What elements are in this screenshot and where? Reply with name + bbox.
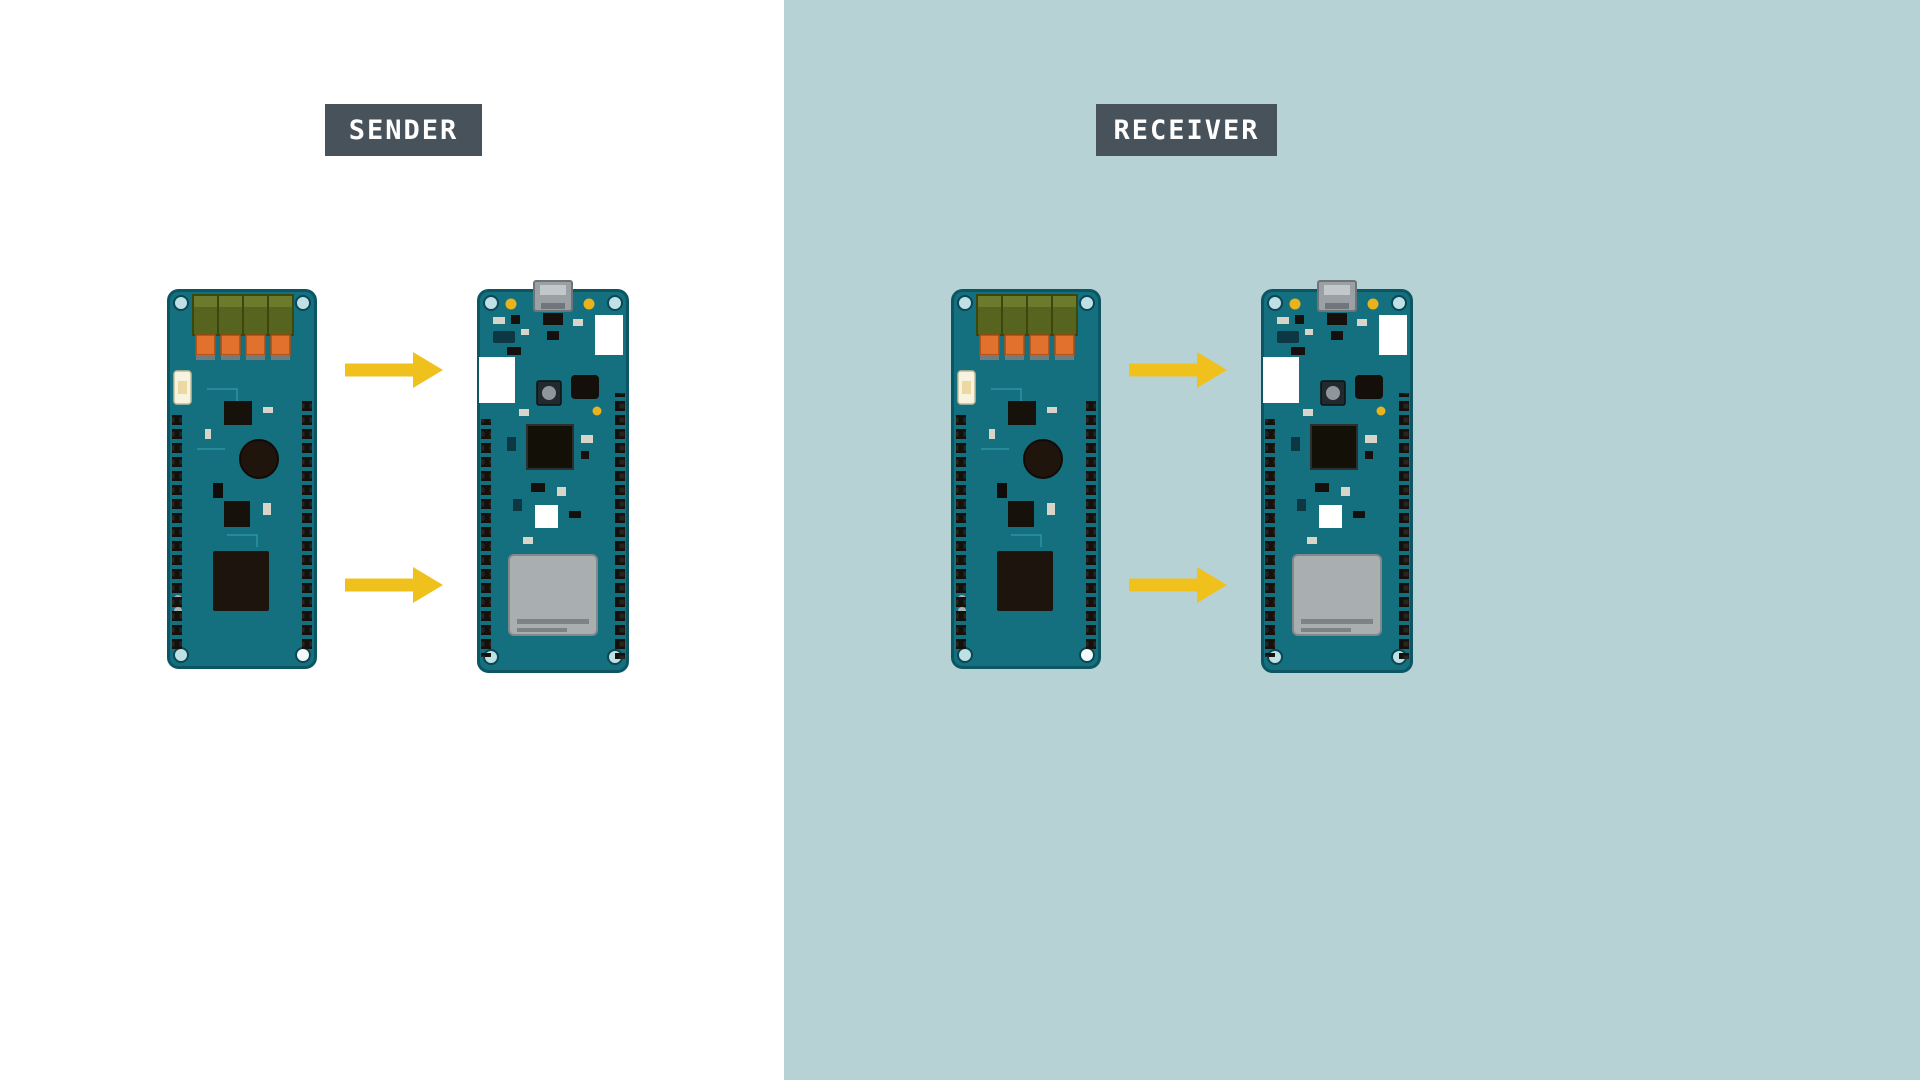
receiver-mkr-board: [1261, 279, 1413, 673]
receiver-label-text: RECEIVER: [1113, 114, 1260, 146]
right-arrow-icon: [1129, 567, 1227, 603]
receiver-shield-board: [951, 289, 1101, 669]
right-arrow-icon: [345, 352, 443, 388]
sender-panel: SENDER: [0, 0, 784, 1080]
sender-label-badge: SENDER: [325, 104, 482, 156]
sender-shield-board: [167, 289, 317, 669]
sender-mkr-board: [477, 279, 629, 673]
sender-label-text: SENDER: [348, 114, 459, 146]
receiver-label-badge: RECEIVER: [1096, 104, 1277, 156]
right-arrow-icon: [345, 567, 443, 603]
receiver-panel: RECEIVER: [784, 0, 1920, 1080]
right-arrow-icon: [1129, 352, 1227, 388]
